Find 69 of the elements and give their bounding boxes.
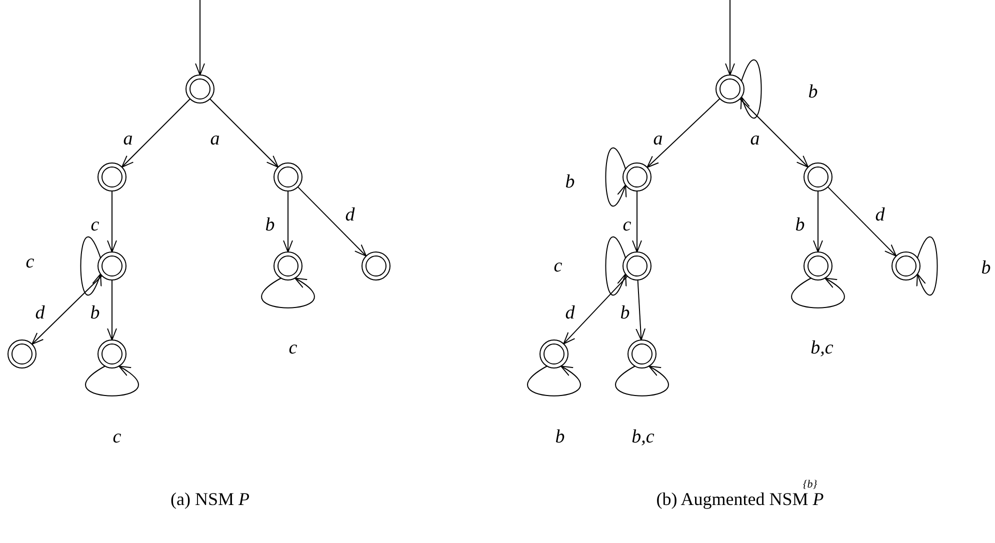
edge-label: b,c (810, 338, 834, 358)
edge-label: b (565, 172, 575, 192)
edge-label: b (265, 216, 275, 234)
arrow (632, 190, 642, 252)
self-loop-arrow (605, 148, 626, 206)
edge-label: b (808, 82, 818, 102)
state-circle (273, 162, 303, 192)
state-circle (715, 74, 745, 104)
arrow (121, 98, 191, 168)
state-circle (273, 251, 303, 281)
edge-label: b (90, 304, 100, 322)
arrow (563, 276, 628, 344)
edge-label: c (288, 338, 298, 358)
arrow (646, 98, 720, 168)
arrow (636, 279, 646, 341)
self-loop-arrow (85, 366, 139, 396)
arrow (827, 186, 897, 257)
edge-label: b,c (632, 428, 654, 446)
state-circle (97, 251, 127, 281)
self-loop-arrow (791, 278, 845, 308)
state-circle (622, 162, 652, 192)
state-circle (539, 339, 569, 369)
edge-label: c (622, 216, 632, 234)
arrow (813, 190, 823, 252)
edge-label: d (345, 206, 355, 224)
state-circle (7, 339, 37, 369)
edge-label: b (620, 304, 630, 322)
state-circle (97, 162, 127, 192)
arrow (32, 275, 102, 345)
arrow (297, 186, 367, 257)
arrow (739, 98, 809, 168)
caption: (b) Augmented NSM P (656, 489, 824, 511)
arrow (107, 280, 117, 340)
arrow (725, 0, 735, 76)
arrow (195, 0, 205, 76)
edge-label: a (210, 130, 220, 148)
edge-label: c (26, 252, 34, 272)
edge-label: b (795, 216, 805, 234)
self-loop-arrow (261, 278, 315, 308)
self-loop-arrow (916, 236, 938, 296)
self-loop-arrow (605, 236, 626, 296)
state-circle (185, 74, 215, 104)
state-circle (803, 251, 833, 281)
edge-label: b (555, 428, 565, 446)
edge-label: c (554, 256, 562, 276)
state-circle (803, 162, 833, 192)
superscript: {b} (802, 478, 818, 492)
state-circle (891, 251, 921, 281)
edge-label: b (981, 258, 991, 278)
arrow (107, 190, 117, 252)
arrow (209, 98, 279, 168)
edge-label: d (875, 206, 885, 224)
state-circle (361, 251, 391, 281)
self-loop-arrow (80, 236, 102, 296)
edge-label: c (112, 428, 122, 446)
state-circle (627, 339, 657, 369)
state-circle (97, 339, 127, 369)
self-loop-arrow (615, 366, 669, 396)
edge-label: d (35, 304, 45, 322)
edge-label: d (565, 304, 575, 322)
edge-label: a (750, 130, 760, 148)
state-circle (622, 251, 652, 281)
edge-label: a (123, 130, 133, 148)
self-loop-arrow (527, 366, 581, 396)
edge-label: c (90, 216, 100, 234)
arrow (283, 190, 293, 252)
edge-label: a (653, 130, 663, 148)
self-loop-arrow (740, 60, 762, 118)
caption: (a) NSM P (170, 489, 250, 511)
